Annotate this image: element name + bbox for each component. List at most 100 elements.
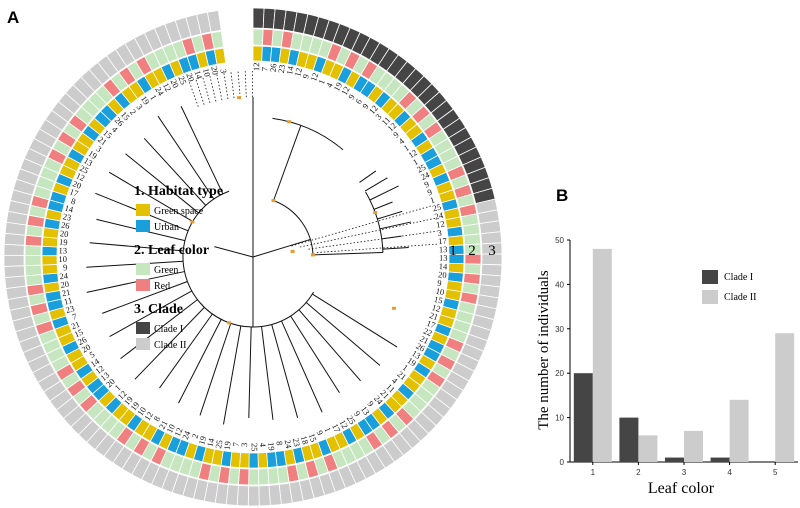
ring-cell [41, 255, 58, 266]
tip-label: 7 [231, 442, 241, 447]
tip-label: 8 [70, 196, 77, 207]
tree-branch [377, 210, 403, 220]
tip-label: 12 [75, 171, 87, 184]
tip-label: 15 [307, 432, 319, 443]
ring-cell [4, 275, 27, 289]
tip-label: 19 [266, 442, 277, 451]
tip-label: 1 [402, 143, 411, 154]
chart-bars [573, 248, 795, 462]
ring-cell [252, 45, 263, 62]
tip-label: 14 [64, 203, 75, 215]
tree-branch [102, 281, 188, 314]
tree-leader [244, 71, 247, 98]
tree-leader [189, 82, 199, 107]
ring-cell [206, 9, 222, 33]
tree-branch [273, 200, 314, 255]
tip-label: 11 [63, 295, 73, 307]
tip-label: 4 [324, 80, 335, 89]
ring-cell [447, 262, 465, 274]
bar-clade-ii [592, 248, 612, 462]
legend-group-title: 3. Clade [134, 302, 183, 317]
tree-branch [359, 170, 377, 183]
tip-label: 10 [435, 286, 445, 297]
tree-branch [369, 185, 399, 201]
ring-cell [258, 485, 271, 507]
ring-cell [41, 245, 58, 257]
tip-label: 20 [60, 279, 70, 290]
ring-number: 2 [468, 243, 476, 259]
legend-swatch [136, 204, 150, 216]
y-tick-label: 50 [555, 236, 564, 245]
tree-leader [316, 243, 439, 253]
tip-label: 9 [426, 187, 433, 198]
tree-branch [125, 153, 199, 214]
tree-leader [291, 205, 432, 247]
tip-label: 12 [435, 218, 445, 229]
tree-branch [143, 137, 207, 206]
bar-clade-i [619, 417, 639, 462]
legend-item-label: Clade I [154, 324, 183, 335]
bar-clade-ii [684, 430, 703, 462]
tree-branch [86, 271, 185, 293]
tip-label: 1 [401, 362, 410, 373]
tip-label: 4 [258, 443, 268, 448]
tip-label: 7 [71, 311, 78, 322]
tip-label: 10 [58, 254, 67, 264]
panel-b-letter: B [556, 186, 569, 205]
node-marker [373, 211, 378, 215]
tree-branch [180, 106, 224, 195]
tip-label: 1 [429, 195, 436, 206]
tip-label: 17 [330, 422, 343, 434]
tree-branch [252, 238, 311, 258]
tip-label: 12 [308, 71, 320, 82]
circular-phylogeny-figure: 1272623141291214191296912311129411212524… [3, 7, 503, 507]
tip-label: 20 [71, 178, 83, 190]
legend-swatch [136, 263, 150, 275]
tip-label: 23 [276, 64, 287, 74]
tip-label: 24 [434, 210, 445, 222]
legend-item-label: Red [154, 281, 170, 292]
tip-label: 3 [239, 443, 249, 448]
chart-legend-label: Clade I [724, 272, 753, 283]
ring-cell [248, 468, 260, 486]
tip-label: 26 [268, 63, 279, 73]
ring-cell [41, 264, 59, 275]
bar-clade-ii [729, 399, 749, 462]
tip-label: 3 [95, 143, 104, 154]
tip-label: 20 [169, 78, 182, 90]
ring-cell [252, 28, 264, 46]
tree-branch [108, 171, 193, 222]
y-tick-label: 40 [555, 280, 564, 289]
ring-cell [210, 30, 224, 50]
tip-label: 4 [110, 124, 120, 135]
tip-label: 6 [353, 97, 364, 106]
ring-cell [24, 264, 43, 277]
x-tick-label: 5 [773, 468, 778, 477]
tree-branch [373, 201, 393, 210]
tip-label: 3 [373, 112, 383, 122]
x-tick-label: 4 [727, 468, 732, 477]
tip-label: 25 [431, 202, 442, 214]
tree-branch [120, 299, 198, 360]
ring-cell [3, 243, 25, 256]
ring-cell [247, 485, 260, 507]
legend-swatch [136, 322, 150, 334]
y-tick-label: 0 [560, 458, 565, 467]
tip-label: 15 [73, 327, 85, 340]
tree-branch [109, 290, 193, 337]
tree-branch [298, 309, 361, 382]
tree-branch [290, 315, 340, 394]
legend-swatch [136, 338, 150, 350]
tip-label: 23 [291, 437, 303, 448]
tip-label: 23 [62, 211, 72, 223]
node-marker [391, 306, 396, 310]
tree-branch [86, 260, 184, 268]
tree-branch [271, 324, 299, 419]
tree-branch [312, 251, 383, 256]
tip-label: 24 [283, 439, 295, 450]
tip-label: 12 [172, 426, 185, 438]
node-marker [190, 220, 195, 224]
